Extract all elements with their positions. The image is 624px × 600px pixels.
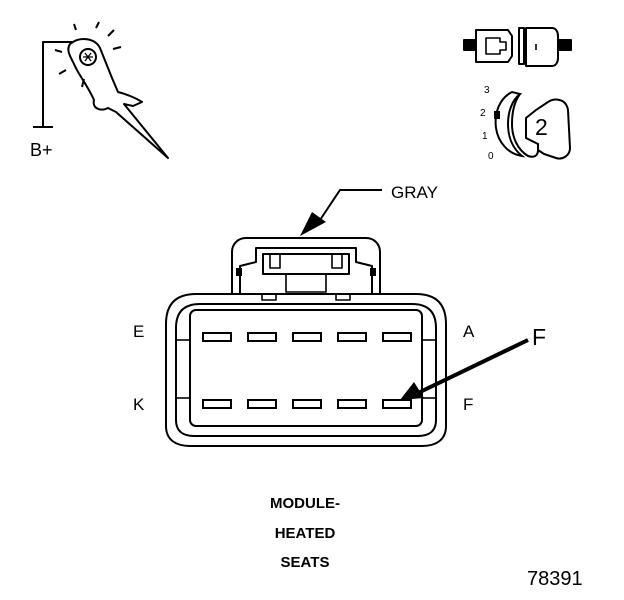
probe-voltage-label: B+ [30, 140, 53, 160]
bottom-row-left-label: K [133, 395, 145, 414]
pin-position-value: 2 [535, 114, 548, 140]
pointer-label: F [532, 324, 547, 350]
gray-callout-arrow [300, 189, 382, 236]
title-line-2: HEATED [274, 525, 336, 542]
dial-scale-3: 3 [484, 85, 490, 96]
dial-scale-1: 1 [482, 131, 488, 142]
pin-cavity-bottom-4 [337, 399, 367, 409]
figure-number: 78391 [527, 568, 583, 590]
pin-row-top [202, 332, 412, 342]
pin-cavity-top-1 [202, 332, 232, 342]
pin-cavity-bottom-3 [292, 399, 322, 409]
bottom-row-right-label: F [463, 395, 474, 414]
pin-row-bottom [202, 399, 412, 409]
pin-cavity-bottom-1 [202, 399, 232, 409]
pin-f-pointer-arrow [400, 338, 529, 400]
pin-cavity-bottom-5 [382, 399, 412, 409]
title-line-3: SEATS [280, 554, 330, 571]
pin-cavity-bottom-2 [247, 399, 277, 409]
title-line-1: MODULE- [270, 495, 340, 512]
top-row-right-label: A [463, 322, 475, 341]
dial-scale-0: 0 [488, 151, 494, 162]
pin-position-dial-icon [494, 90, 572, 160]
dial-scale-2: 2 [480, 108, 486, 119]
top-row-left-label: E [133, 322, 145, 341]
pin-cavity-top-2 [247, 332, 277, 342]
gray-callout-label: GRAY [391, 183, 438, 202]
connector-mating-view-icon [463, 27, 572, 67]
pin-cavity-top-4 [337, 332, 367, 342]
connector-face-icon [165, 237, 447, 447]
test-light-probe-icon [33, 21, 169, 159]
pin-cavity-top-3 [292, 332, 322, 342]
pin-cavity-top-5 [382, 332, 412, 342]
